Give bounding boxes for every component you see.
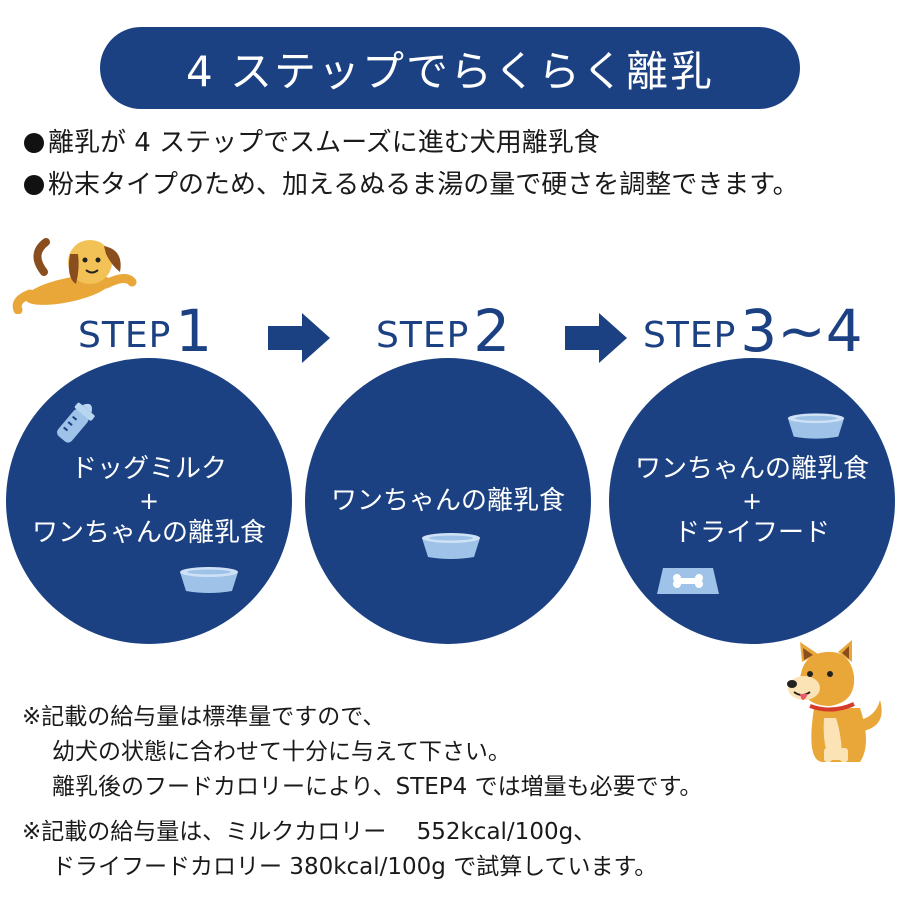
note-line: 離乳後のフードカロリーにより、STEP4 では増量も必要です。 bbox=[52, 774, 703, 800]
dog-bowl-bone-icon bbox=[657, 568, 719, 594]
shiba-dog-icon bbox=[787, 640, 882, 762]
step-3-circle: ワンちゃんの離乳食 + ドライフード bbox=[609, 358, 895, 644]
page-title: 4 ステップでらくらく離乳 bbox=[185, 46, 715, 96]
step-word: STEP bbox=[376, 315, 470, 356]
step-1-plus: + bbox=[138, 487, 160, 515]
note-line: ※記載の給与量は標準量ですので、 bbox=[22, 704, 386, 730]
step-number: 1 bbox=[175, 297, 213, 365]
step-2-line-1: ワンちゃんの離乳食 bbox=[330, 486, 565, 516]
food-bowl-icon bbox=[180, 567, 238, 593]
bullet-icon bbox=[24, 133, 44, 153]
note-line: ドライフードカロリー 380kcal/100g で試算しています。 bbox=[52, 854, 658, 880]
intro-item: 粉末タイプのため、加えるぬるま湯の量で硬さを調整できます。 bbox=[24, 164, 894, 206]
note-line: ※記載の給与量は、ミルクカロリー 552kcal/100g、 bbox=[22, 819, 597, 845]
food-bowl-icon bbox=[787, 413, 845, 439]
food-bowl-icon bbox=[422, 533, 480, 559]
arrow-right-icon bbox=[268, 313, 330, 363]
step-3-plus: + bbox=[741, 487, 763, 515]
notes-section: ※記載の給与量は標準量ですので、 幼犬の状態に合わせて十分に与えて下さい。 離乳… bbox=[22, 700, 882, 885]
step-number: 3~4 bbox=[740, 297, 863, 365]
note-spacer bbox=[22, 805, 882, 815]
intro-text: 離乳が 4 ステップでスムーズに進む犬用離乳食 bbox=[48, 128, 600, 158]
step-3-line-1: ワンちゃんの離乳食 bbox=[634, 454, 869, 484]
step-number: 2 bbox=[473, 297, 511, 365]
step-1-label: STEP 1 bbox=[78, 300, 212, 360]
step-3-label: STEP 3~4 bbox=[643, 300, 863, 360]
step-3-line-2: ドライフード bbox=[673, 518, 830, 548]
step-word: STEP bbox=[78, 315, 172, 356]
running-dog-icon bbox=[12, 238, 137, 314]
title-banner: 4 ステップでらくらく離乳 bbox=[100, 27, 800, 109]
step-word: STEP bbox=[643, 315, 737, 356]
step-1-line-2: ワンちゃんの離乳食 bbox=[31, 518, 266, 548]
intro-list: 離乳が 4 ステップでスムーズに進む犬用離乳食 粉末タイプのため、加えるぬるま湯… bbox=[24, 122, 894, 206]
intro-item: 離乳が 4 ステップでスムーズに進む犬用離乳食 bbox=[24, 122, 894, 164]
note-line: 幼犬の状態に合わせて十分に与えて下さい。 bbox=[52, 739, 511, 765]
step-2-circle: ワンちゃんの離乳食 bbox=[305, 358, 591, 644]
step-1-line-1: ドッグミルク bbox=[70, 454, 227, 484]
step-2-label: STEP 2 bbox=[376, 300, 510, 360]
milk-bottle-icon bbox=[57, 402, 95, 443]
step-1-circle: ドッグミルク + ワンちゃんの離乳食 bbox=[6, 358, 292, 644]
arrow-right-icon bbox=[565, 313, 627, 363]
bullet-icon bbox=[24, 175, 44, 195]
intro-text: 粉末タイプのため、加えるぬるま湯の量で硬さを調整できます。 bbox=[48, 170, 799, 200]
